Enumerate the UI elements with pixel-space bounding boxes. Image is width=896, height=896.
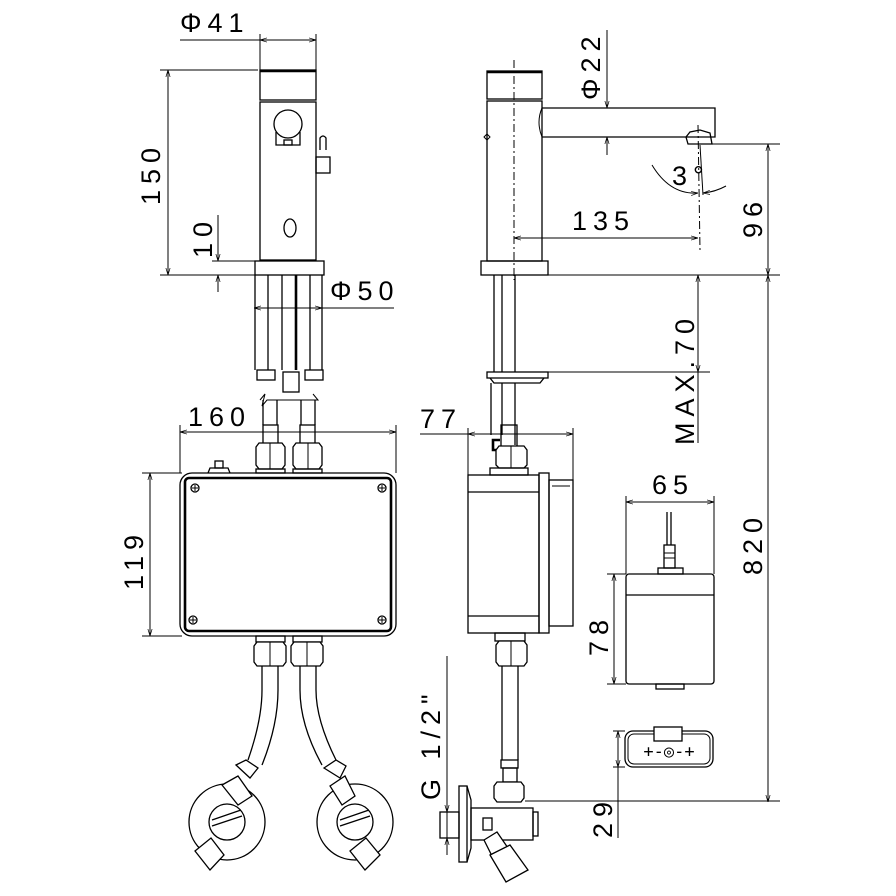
- label-total-height: 820: [738, 512, 768, 575]
- label-control-box-width: 160: [188, 402, 251, 432]
- battery-box: [625, 512, 715, 690]
- dim-faucet-height: 150: [136, 69, 258, 276]
- label-base-thickness: 10: [188, 216, 218, 258]
- dim-spout-height: 96: [548, 143, 780, 276]
- dim-base-thickness: 10: [188, 215, 255, 292]
- dim-total-height: 820: [738, 275, 768, 802]
- dim-control-box-width: 160: [179, 402, 397, 473]
- label-battery-height: 78: [584, 614, 614, 656]
- battery-clip-symbols: +-◎-+: [643, 742, 694, 762]
- dim-battery-height: 78: [584, 573, 626, 685]
- sensor-window-icon: [273, 109, 303, 139]
- dim-valve-thread: G 1/2": [416, 656, 447, 855]
- label-valve-thread: G 1/2": [416, 688, 446, 800]
- label-control-box-height: 119: [119, 529, 149, 590]
- battery-clip: +-◎-+: [624, 726, 714, 768]
- dim-spout-reach: 135: [514, 206, 698, 238]
- dim-spout-diameter: Φ22: [576, 30, 607, 155]
- dim-control-box-depth: 77: [420, 404, 574, 480]
- label-faucet-diameter: Φ41: [180, 8, 250, 38]
- label-spout-diameter: Φ22: [576, 30, 606, 100]
- label-spout-angle: 3°: [672, 161, 710, 191]
- dim-base-diameter: Φ50: [254, 276, 400, 308]
- control-box-front: [179, 424, 397, 871]
- faucet-side-view: [480, 60, 716, 452]
- label-spout-height: 96: [738, 196, 768, 238]
- label-faucet-height: 150: [136, 142, 166, 205]
- dim-faucet-diameter: Φ41: [180, 8, 317, 70]
- label-spout-reach: 135: [572, 206, 635, 236]
- dim-battery-width: 65: [625, 470, 715, 574]
- control-box-side: [439, 445, 574, 883]
- label-countertop-max: MAX.70: [670, 313, 700, 445]
- label-control-box-depth: 77: [420, 404, 462, 434]
- label-base-diameter: Φ50: [330, 276, 400, 306]
- dim-control-box-height: 119: [119, 472, 182, 637]
- dim-countertop-max: MAX.70: [548, 275, 710, 445]
- dim-spout-angle: 3°: [651, 124, 727, 251]
- label-battery-width: 65: [652, 470, 694, 500]
- label-battery-clip-height: 29: [588, 796, 618, 838]
- dim-battery-clip-height: 29: [525, 730, 780, 838]
- faucet-front-view: [254, 69, 331, 425]
